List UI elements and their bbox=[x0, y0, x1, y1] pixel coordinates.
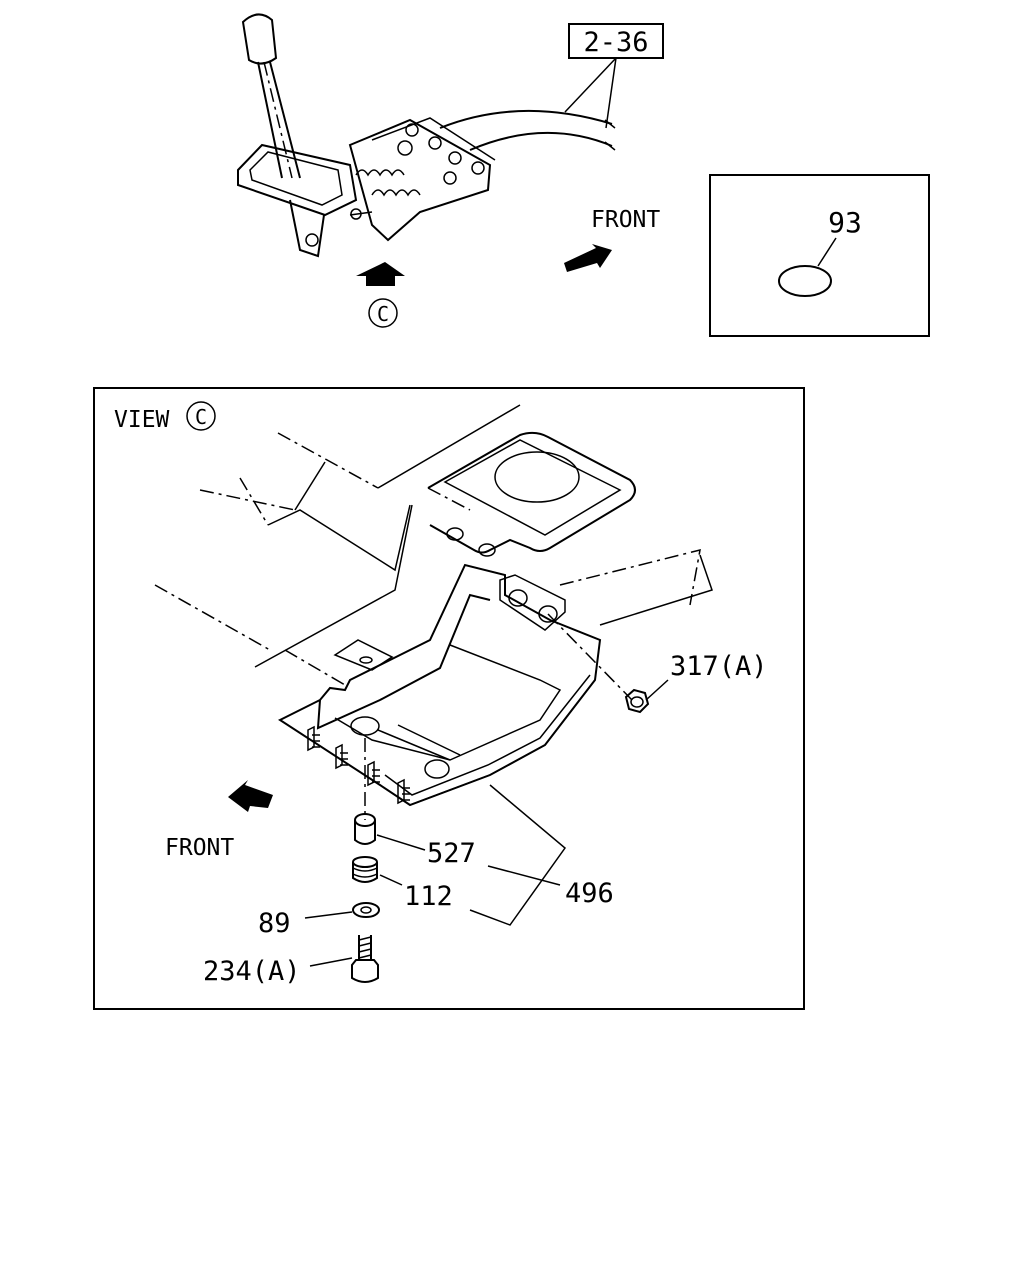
lever-housing bbox=[237, 143, 358, 217]
washer-89-icon bbox=[352, 902, 380, 918]
callout-112-leader bbox=[379, 874, 403, 886]
grommet-112-icon bbox=[352, 856, 378, 883]
cover-tray-496 bbox=[277, 563, 602, 807]
select-springs bbox=[349, 169, 421, 220]
bolt-234-icon bbox=[351, 935, 379, 983]
part-93-leader bbox=[817, 237, 837, 267]
nut-317-axis bbox=[547, 613, 633, 701]
callout-89-leader bbox=[304, 911, 353, 919]
inset-box: 93 bbox=[709, 174, 930, 337]
front-label-top: FRONT bbox=[591, 207, 660, 233]
callout-317: 317(A) bbox=[670, 651, 768, 682]
nut-317-icon bbox=[624, 688, 650, 714]
shift-lever-assembly: 2-36 C FRONT bbox=[237, 13, 664, 328]
collar-527-icon bbox=[354, 813, 376, 845]
shift-lever bbox=[257, 61, 301, 179]
callout-496-leader bbox=[487, 865, 561, 886]
front-label-view: FRONT bbox=[165, 835, 234, 861]
callout-89: 89 bbox=[258, 908, 291, 939]
callout-527-leader bbox=[376, 834, 426, 851]
shift-cable-upper bbox=[439, 110, 613, 129]
callout-234: 234(A) bbox=[203, 956, 301, 987]
callout-234-leader bbox=[309, 957, 353, 967]
shift-bracket bbox=[348, 118, 492, 242]
part-93-label: 93 bbox=[828, 206, 862, 239]
view-c-box: VIEW C bbox=[93, 387, 805, 1010]
view-title-marker-circle bbox=[186, 401, 216, 431]
shift-cable-lower bbox=[469, 131, 613, 151]
callout-112: 112 bbox=[404, 881, 453, 912]
part-93-plug-icon bbox=[778, 265, 832, 297]
callout-317-leader bbox=[645, 679, 669, 701]
view-c-marker-letter: C bbox=[377, 302, 389, 326]
view-title: VIEW bbox=[114, 407, 170, 433]
shift-knob bbox=[241, 13, 278, 65]
front-arrow-icon-top bbox=[564, 244, 612, 272]
callout-496-bracket bbox=[469, 784, 567, 926]
tray-clips bbox=[307, 725, 410, 805]
callout-527: 527 bbox=[427, 838, 476, 869]
view-c-marker-circle bbox=[368, 298, 398, 328]
callout-496: 496 bbox=[565, 878, 614, 909]
view-title-marker-letter: C bbox=[195, 405, 207, 429]
view-c-arrow-icon bbox=[356, 262, 405, 286]
ref-box-label: 2-36 bbox=[583, 27, 648, 58]
shift-bezel bbox=[427, 431, 636, 557]
front-arrow-icon-view bbox=[228, 780, 273, 812]
floor-structure bbox=[154, 404, 713, 686]
